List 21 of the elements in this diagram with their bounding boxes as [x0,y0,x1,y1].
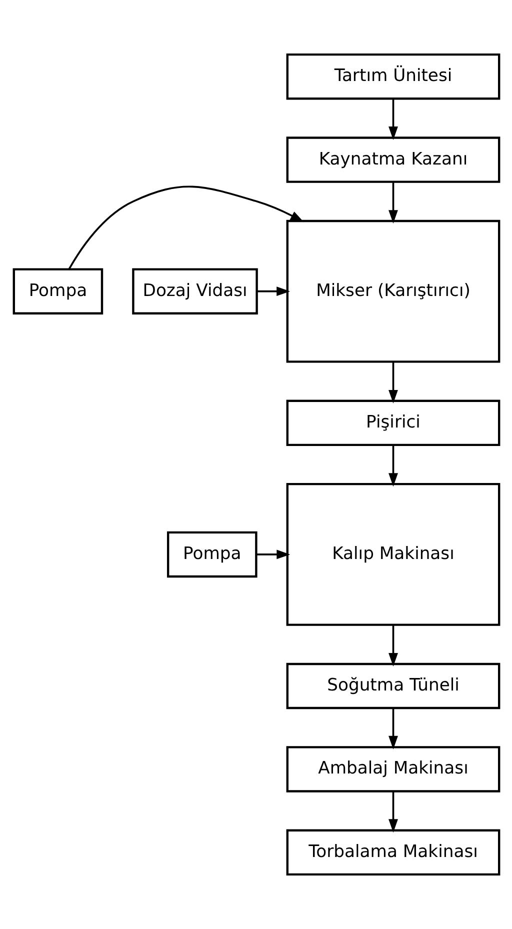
node-box: Tartım Ünitesi [286,53,500,100]
node-box: Kaynatma Kazanı [286,136,500,183]
arrow [388,625,398,667]
arrow [68,186,304,270]
node-box: Mikser (Karıştırıcı) [286,220,500,363]
arrow [388,708,398,750]
node-box: Kalıp Makinası [286,482,500,626]
arrow [388,99,398,140]
arrow [388,792,398,833]
node-box: Ambalaj Makinası [286,746,500,792]
node-box: Pompa [12,268,103,314]
node-box: Pompa [166,531,257,578]
node-box: Soğutma Tüneli [286,662,500,710]
arrow [388,445,398,487]
node-box: Torbalama Makinası [286,829,500,876]
arrow [388,182,398,224]
node-box: Pişirici [286,400,500,446]
arrow [388,362,398,404]
arrow [256,286,290,296]
arrow [256,550,290,560]
node-box: Dozaj Vidası [132,268,258,314]
